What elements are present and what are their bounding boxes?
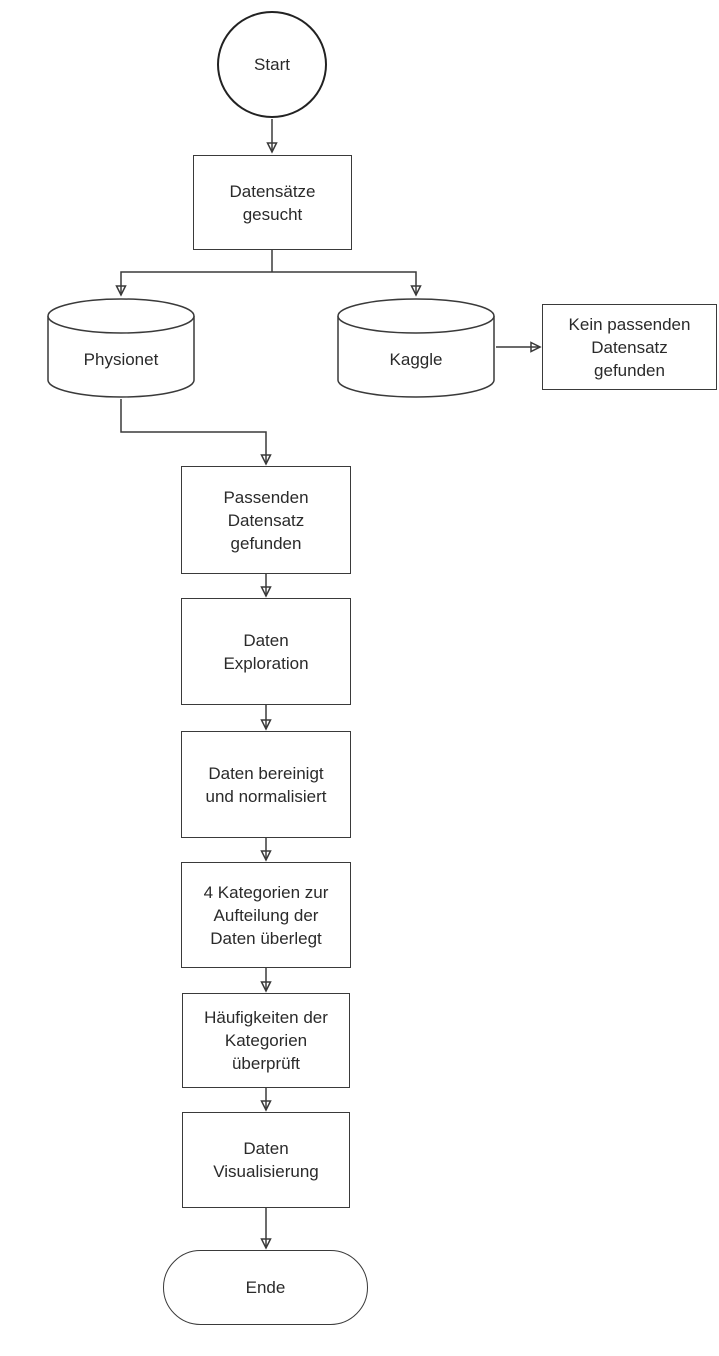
node-exploration: Daten Exploration xyxy=(181,598,351,705)
node-physionet-label: Physionet xyxy=(83,349,159,369)
node-cleaning-label: Daten bereinigt und normalisiert xyxy=(205,763,327,806)
node-physionet: Physionet xyxy=(47,298,195,398)
node-exploration-label: Daten Exploration xyxy=(223,630,309,673)
node-visualization-label: Daten Visualisierung xyxy=(213,1139,319,1181)
edge-physionet-datasetfound xyxy=(120,399,266,464)
node-no-dataset: Kein passenden Datensatz gefunden xyxy=(542,304,717,390)
edge-search-kaggle xyxy=(272,271,416,295)
node-frequencies-label: Häufigkeiten der Kategorien überprüft xyxy=(204,1008,328,1073)
node-cleaning: Daten bereinigt und normalisiert xyxy=(181,731,351,838)
node-dataset-found: Passenden Datensatz gefunden xyxy=(181,466,351,574)
node-search: Datensätze gesucht xyxy=(193,155,352,250)
node-frequencies: Häufigkeiten der Kategorien überprüft xyxy=(182,993,350,1088)
node-categories-label: 4 Kategorien zur Aufteilung der Daten üb… xyxy=(203,882,329,948)
node-categories: 4 Kategorien zur Aufteilung der Daten üb… xyxy=(181,862,351,968)
node-kaggle-label: Kaggle xyxy=(389,349,443,369)
node-dataset-found-label: Passenden Datensatz gefunden xyxy=(223,487,309,553)
node-visualization: Daten Visualisierung xyxy=(182,1112,350,1208)
node-end: Ende xyxy=(163,1250,368,1325)
node-search-label: Datensätze gesucht xyxy=(229,181,316,224)
node-no-dataset-label: Kein passenden Datensatz gefunden xyxy=(568,314,691,380)
edge-search-physionet xyxy=(121,271,272,295)
node-kaggle: Kaggle xyxy=(337,298,495,398)
database-cylinder-icon xyxy=(47,298,195,398)
database-cylinder-icon xyxy=(337,298,495,398)
node-end-label: Ende xyxy=(245,1278,286,1297)
node-start: Start xyxy=(217,11,327,118)
node-start-label: Start xyxy=(254,55,290,74)
